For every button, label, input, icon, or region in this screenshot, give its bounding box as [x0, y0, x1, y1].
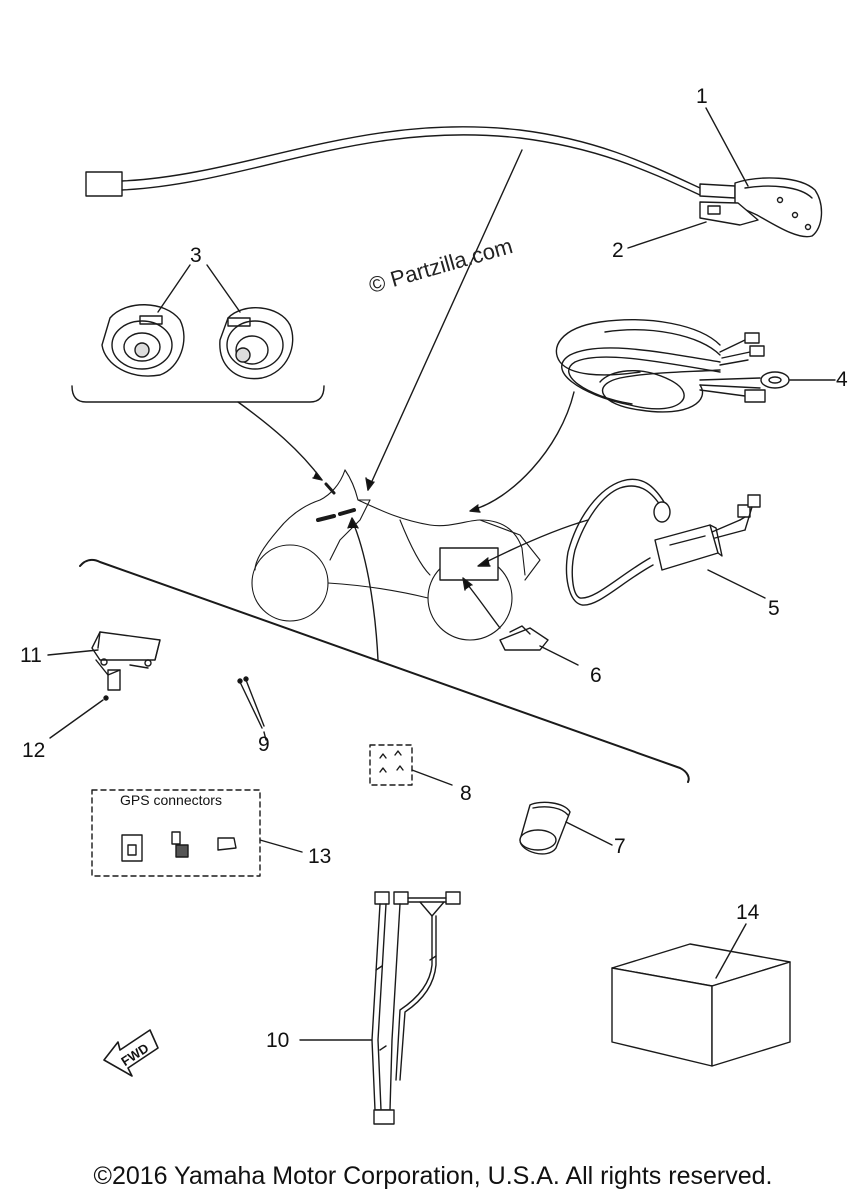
pins — [237, 676, 265, 729]
callout-1: 1 — [696, 85, 708, 108]
speaker-left — [101, 304, 185, 377]
box — [611, 943, 791, 1067]
callout-9: 9 — [258, 733, 270, 756]
gps-connector-3 — [217, 837, 237, 851]
ecu-module — [91, 631, 161, 701]
gps-connectors-label: GPS connectors — [120, 792, 222, 808]
pointer-coil-to-bike — [471, 391, 575, 511]
callout-13: 13 — [308, 845, 332, 868]
group-base-line — [79, 558, 690, 783]
callout-11: 11 — [20, 644, 42, 667]
leader-1 — [705, 107, 749, 187]
motorcycle-outline — [251, 469, 541, 641]
handlebar-control-cable — [85, 126, 736, 199]
speaker-right — [219, 307, 294, 380]
leader-6 — [539, 645, 579, 666]
tube-sleeve — [519, 801, 571, 855]
fwd-arrow-icon: FWD — [103, 1029, 159, 1077]
leader-13 — [259, 839, 303, 853]
callout-12: 12 — [22, 739, 46, 762]
gps-connector-1 — [121, 834, 143, 862]
leader-12 — [49, 699, 104, 739]
windshield-marker-2 — [316, 508, 356, 522]
clip-group — [369, 744, 413, 786]
mounting-bracket — [499, 625, 549, 651]
callout-4: 4 — [836, 368, 848, 391]
gps-connector-2 — [171, 831, 189, 858]
leader-8 — [411, 769, 453, 786]
control-switch-assembly — [699, 177, 823, 238]
windshield-marker-1 — [324, 482, 336, 495]
speaker-group-bracket — [71, 385, 325, 403]
pointer-bracket-to-bike — [463, 579, 501, 629]
leader-9 — [263, 731, 267, 741]
wiring-harness — [371, 891, 461, 1125]
harness-coil — [555, 319, 790, 413]
callout-6: 6 — [590, 664, 602, 687]
leader-5 — [707, 569, 766, 599]
pointer-cable-to-bike — [367, 149, 523, 491]
pointer-speakers-to-bike — [237, 401, 323, 481]
pointer-amp-to-bike — [479, 519, 589, 566]
pointer-base-to-bike — [351, 519, 379, 661]
leader-3-left — [157, 264, 191, 313]
leader-3-right — [206, 264, 241, 313]
callout-8: 8 — [460, 782, 472, 805]
callout-5: 5 — [768, 597, 780, 620]
gps-connectors-box — [91, 789, 261, 877]
leader-11 — [47, 649, 99, 656]
leader-2 — [627, 221, 707, 249]
callout-3: 3 — [190, 244, 202, 267]
amplifier-module — [565, 478, 761, 606]
callout-10: 10 — [266, 1029, 290, 1052]
callout-14: 14 — [736, 901, 760, 924]
leader-7 — [565, 821, 613, 846]
callout-2: 2 — [612, 239, 624, 262]
leader-14 — [715, 923, 747, 979]
callout-7: 7 — [614, 835, 626, 858]
copyright-footer: ©2016 Yamaha Motor Corporation, U.S.A. A… — [93, 1162, 773, 1190]
